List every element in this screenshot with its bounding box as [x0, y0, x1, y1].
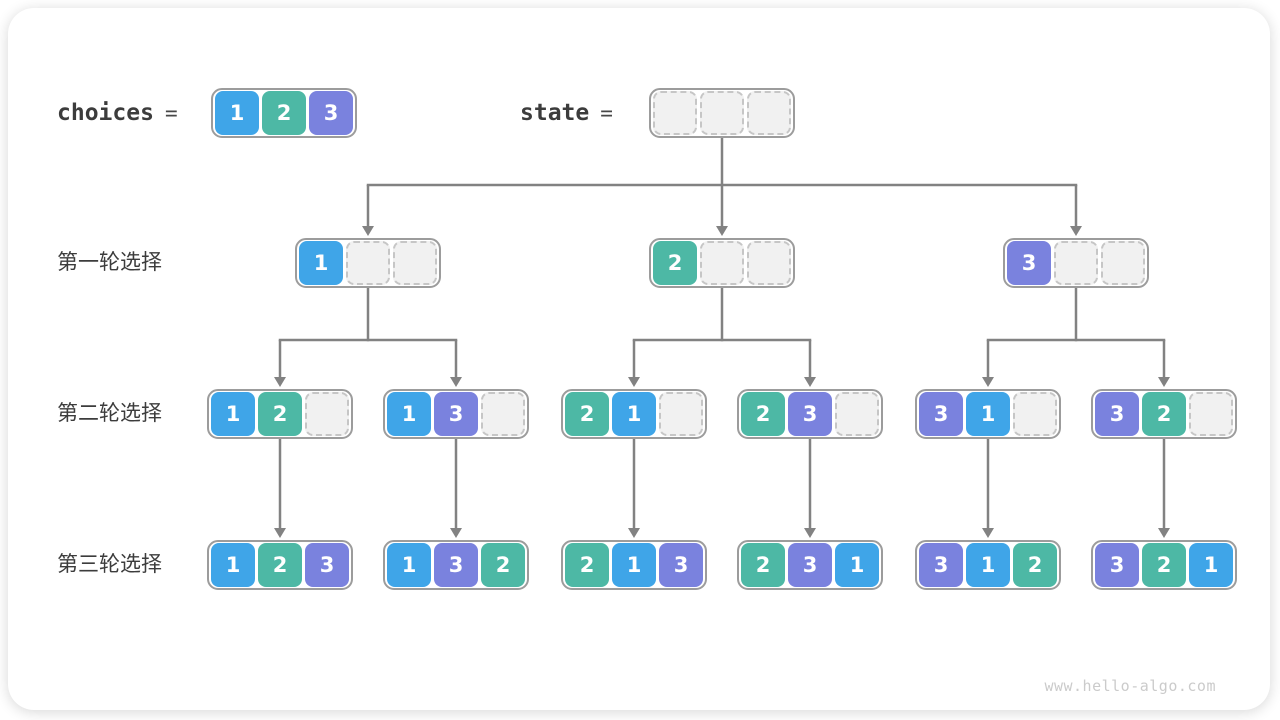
array-cell-value: 3 — [788, 543, 832, 587]
state-label-group: state = — [520, 88, 613, 138]
connector-arrowhead — [982, 528, 994, 538]
choices-equals-sign: = — [164, 101, 178, 125]
connector-arrowhead — [1158, 377, 1170, 387]
array-cell-value: 1 — [211, 392, 255, 436]
connector-arrowhead — [628, 528, 640, 538]
round-1-state-1: 1 — [295, 238, 441, 288]
array-cell-value: 3 — [1007, 241, 1051, 285]
round-1-label: 第一轮选择 — [57, 251, 162, 274]
array-cell-value: 2 — [565, 543, 609, 587]
array-cell-value: 1 — [387, 392, 431, 436]
connector-arrowhead — [450, 377, 462, 387]
array-cell-value: 3 — [1095, 543, 1139, 587]
array-cell-value: 2 — [1142, 543, 1186, 587]
array-cell-value: 1 — [612, 392, 656, 436]
connector-arrowhead — [274, 377, 286, 387]
array-cell-value: 1 — [835, 543, 879, 587]
array-cell-value: 2 — [565, 392, 609, 436]
connector-arrowhead — [804, 377, 816, 387]
array-cell-value: 2 — [258, 543, 302, 587]
array-cell-empty — [700, 241, 744, 285]
array-cell-empty — [346, 241, 390, 285]
round-1-state-2: 2 — [649, 238, 795, 288]
connector-arrowhead — [982, 377, 994, 387]
array-cell-value: 1 — [211, 543, 255, 587]
choices-label-group: choices = — [57, 88, 178, 138]
choices-label: choices — [57, 100, 154, 126]
array-cell-empty — [1013, 392, 1057, 436]
connector-arrowhead — [628, 377, 640, 387]
connector-arrowhead — [450, 528, 462, 538]
array-cell-value: 2 — [1013, 543, 1057, 587]
array-cell-value: 2 — [262, 91, 306, 135]
array-cell-value: 2 — [258, 392, 302, 436]
array-cell-value: 1 — [299, 241, 343, 285]
array-cell-value: 2 — [653, 241, 697, 285]
array-cell-value: 2 — [481, 543, 525, 587]
array-cell-empty — [1189, 392, 1233, 436]
state-equals-sign: = — [600, 101, 613, 125]
array-cell-value: 1 — [1189, 543, 1233, 587]
connector-arrowhead — [1158, 528, 1170, 538]
array-cell-empty — [747, 91, 791, 135]
connector-arrowhead — [1070, 226, 1082, 236]
array-cell-value: 3 — [659, 543, 703, 587]
array-cell-empty — [1054, 241, 1098, 285]
array-cell-value: 3 — [1095, 392, 1139, 436]
array-cell-value: 3 — [305, 543, 349, 587]
connector-arrowhead — [716, 226, 728, 236]
array-cell-value: 3 — [788, 392, 832, 436]
array-cell-value: 2 — [741, 543, 785, 587]
array-cell-value: 3 — [919, 392, 963, 436]
array-cell-value: 1 — [612, 543, 656, 587]
array-cell-empty — [1101, 241, 1145, 285]
array-cell-value: 1 — [215, 91, 259, 135]
array-cell-empty — [747, 241, 791, 285]
array-cell-value: 1 — [966, 392, 1010, 436]
array-cell-value: 3 — [434, 392, 478, 436]
array-cell-value: 3 — [309, 91, 353, 135]
array-cell-empty — [659, 392, 703, 436]
array-cell-value: 2 — [741, 392, 785, 436]
state-array — [649, 88, 795, 138]
connector-arrowhead — [274, 528, 286, 538]
connector-arrowhead — [804, 528, 816, 538]
state-label: state — [520, 100, 590, 126]
watermark: www.hello-algo.com — [1044, 677, 1216, 695]
array-cell-value: 1 — [966, 543, 1010, 587]
array-cell-empty — [653, 91, 697, 135]
array-cell-empty — [305, 392, 349, 436]
round-1-state-3: 3 — [1003, 238, 1149, 288]
array-cell-empty — [835, 392, 879, 436]
array-cell-value: 3 — [434, 543, 478, 587]
array-cell-empty — [700, 91, 744, 135]
array-cell-value: 2 — [1142, 392, 1186, 436]
connector-arrowhead — [362, 226, 374, 236]
array-cell-empty — [481, 392, 525, 436]
array-cell-value: 3 — [919, 543, 963, 587]
round-2-label: 第二轮选择 — [57, 402, 162, 425]
array-cell-empty — [393, 241, 437, 285]
round-3-label: 第三轮选择 — [57, 553, 162, 576]
array-cell-value: 1 — [387, 543, 431, 587]
